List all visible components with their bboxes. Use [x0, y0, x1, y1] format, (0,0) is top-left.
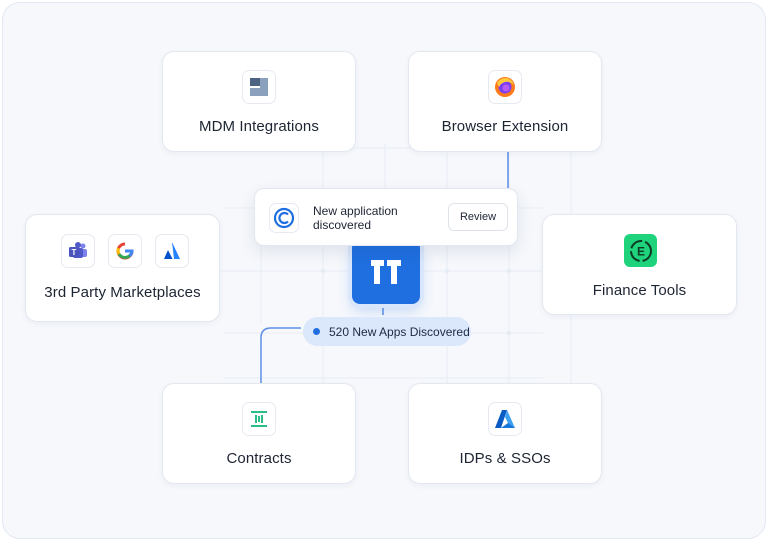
azure-icon: [488, 402, 522, 436]
marketplaces-label: 3rd Party Marketplaces: [44, 284, 201, 301]
review-button[interactable]: Review: [448, 203, 508, 231]
mdm-integrations-card[interactable]: MDM Integrations: [162, 51, 356, 152]
hub-logo: [352, 240, 420, 304]
contracts-icon: [242, 402, 276, 436]
new-application-toast: New application discovered Review: [254, 188, 518, 246]
expensify-icon: E: [624, 234, 657, 267]
status-dot: [313, 328, 320, 335]
finance-tools-label: Finance Tools: [592, 282, 687, 299]
contracts-label: Contracts: [226, 450, 292, 467]
idps-ssos-card[interactable]: IDPs & SSOs: [408, 383, 602, 484]
firefox-icon: [488, 70, 522, 104]
finance-tools-card[interactable]: E Finance Tools: [542, 214, 737, 315]
teams-icon: T: [61, 234, 95, 268]
svg-text:E: E: [636, 244, 644, 258]
marketplaces-card[interactable]: T 3rd Party Marketplaces: [25, 214, 220, 322]
contracts-card[interactable]: Contracts: [162, 383, 356, 484]
idps-ssos-label: IDPs & SSOs: [459, 450, 551, 467]
new-apps-status-pill: 520 New Apps Discovered: [303, 317, 471, 346]
atlassian-icon: [155, 234, 189, 268]
coupa-icon: [269, 203, 299, 233]
mdm-icon: [242, 70, 276, 104]
google-icon: [108, 234, 142, 268]
svg-text:T: T: [72, 248, 77, 257]
toast-message: New application discovered: [313, 204, 398, 232]
browser-extension-label: Browser Extension: [441, 118, 569, 135]
hub-logo-icon: [371, 260, 401, 284]
new-apps-status-label: 520 New Apps Discovered: [329, 324, 470, 339]
mdm-integrations-label: MDM Integrations: [199, 118, 319, 135]
browser-extension-card[interactable]: Browser Extension: [408, 51, 602, 152]
